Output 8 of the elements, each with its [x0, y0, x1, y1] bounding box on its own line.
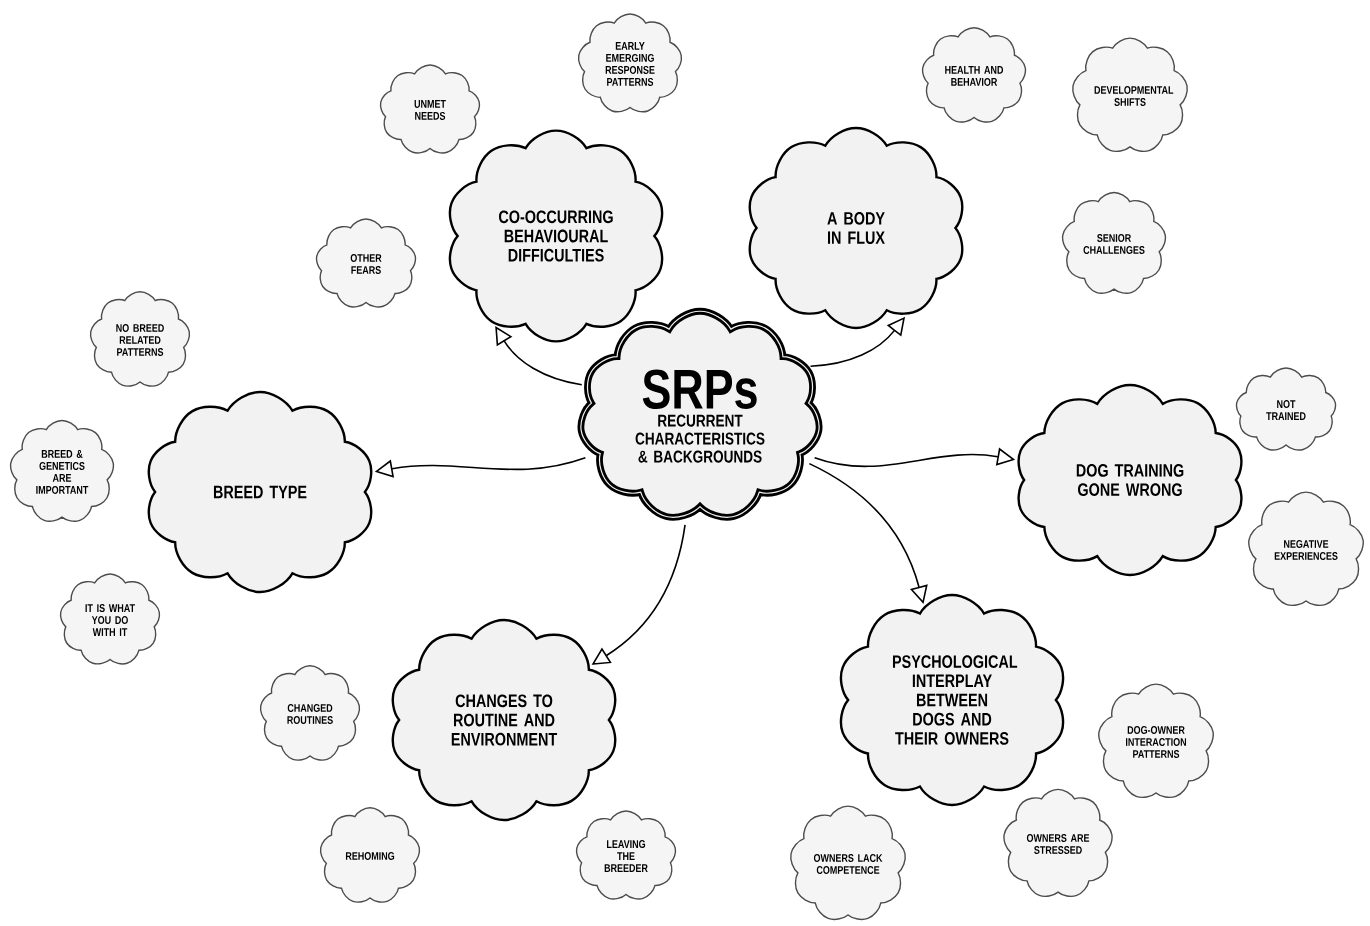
theme-cloud: DOG TRAINING GONE WRONG	[1017, 383, 1243, 577]
theme-cloud: CHANGES TO ROUTINE AND ENVIRONMENT	[391, 618, 617, 822]
theme-cloud: A BODY IN FLUX	[748, 126, 964, 330]
theme-cloud: BREED TYPE	[147, 390, 373, 594]
theme-cloud: PSYCHOLOGICAL INTERPLAY BETWEEN DOGS AND THEIR OWNERS	[839, 593, 1065, 807]
arrow	[495, 326, 583, 386]
theme-cloud: CO-OCCURRING BEHAVIOURAL DIFFICULTIES	[448, 129, 664, 343]
central-cloud: SRPs RECURRENT CHARACTERISTICS & BACKGROUNDS	[577, 307, 823, 521]
